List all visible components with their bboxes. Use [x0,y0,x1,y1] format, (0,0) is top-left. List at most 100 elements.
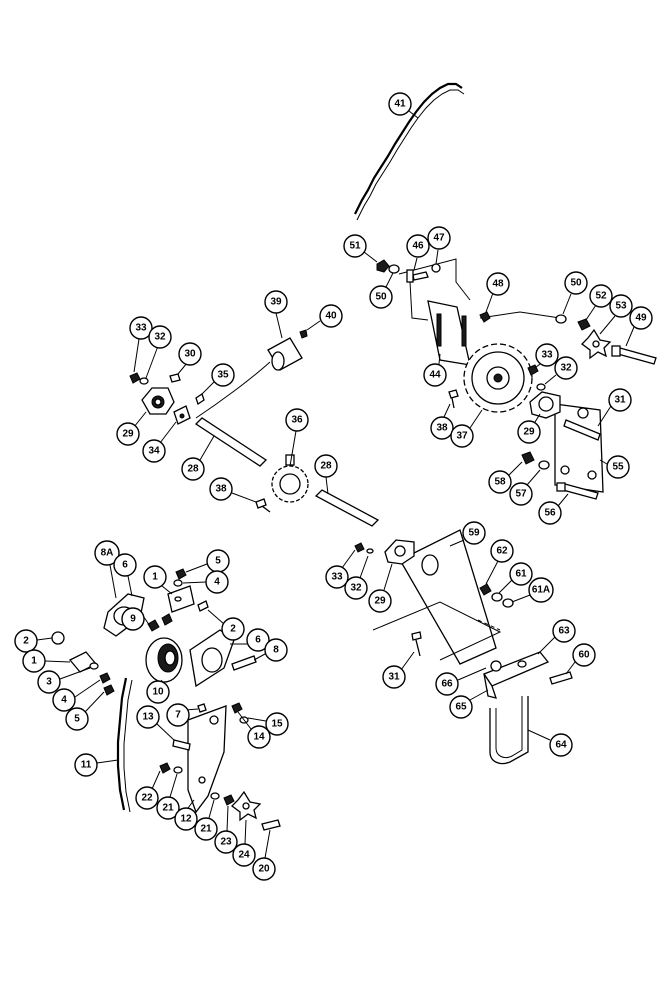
callout-label: 10 [152,687,164,698]
callout-36: 36 [285,408,309,467]
coupler-39 [195,329,308,419]
callout-6-upper: 6 [113,553,137,597]
callout-label: 14 [253,732,265,743]
callout-label: 61A [532,585,550,596]
callout-4-lower: 4 [52,679,101,712]
callout-13: 13 [136,705,175,741]
callout-label: 50 [570,278,582,289]
callout-label: 28 [320,461,332,472]
callout-52: 52 [585,284,613,321]
callout-23: 23 [214,805,238,854]
bolt-30 [169,373,181,383]
callout-29-left: 29 [116,411,147,446]
callout-4-upper: 4 [182,570,229,594]
bolt-38-upper [448,389,459,409]
callout-21-left: 21 [156,773,180,820]
callout-48: 48 [485,272,510,313]
clamp-63 [483,651,573,699]
callout-1-left: 1 [22,649,71,673]
bracket-59 [372,529,502,665]
callout-label: 12 [180,814,192,825]
hardware-right-lower [521,451,599,500]
callout-label: 53 [615,301,627,312]
callout-label: 62 [496,546,508,557]
callout-33-upper: 33 [534,343,559,369]
callout-53: 53 [599,294,633,335]
drawing-parts [51,82,657,831]
callout-28-upper: 28 [181,435,215,481]
callout-38-upper: 38 [430,403,454,440]
callout-2-upper: 2 [207,609,245,641]
sprocket-36 [271,454,309,503]
callout-38-center: 38 [209,477,257,503]
callout-label: 15 [271,719,283,730]
callout-label: 30 [184,349,196,360]
bolt-35 [195,392,205,406]
callout-44: 44 [423,353,447,387]
callout-32-upper: 32 [544,356,578,385]
callout-label: 57 [515,489,527,500]
callout-label: 33 [331,572,343,583]
callout-30: 30 [177,342,202,375]
clamp-plate-lower [51,631,115,696]
callout-label: 8 [273,645,279,656]
callout-label: 46 [412,241,424,252]
callout-label: 40 [325,311,337,322]
callout-57: 57 [509,469,541,506]
callout-label: 41 [394,99,406,110]
callout-label: 5 [74,714,80,725]
callout-label: 9 [130,614,136,625]
callout-label: 2 [230,624,236,635]
callout-label: 63 [558,626,570,637]
callout-6-right: 6 [230,628,270,652]
callout-47: 47 [427,226,451,265]
callout-46: 46 [406,234,430,271]
u-bolt-64 [489,696,529,765]
callout-label: 4 [214,577,220,588]
callout-label: 6 [255,635,261,646]
callout-33-lower: 33 [325,549,356,589]
bolt-7 [197,703,207,713]
callout-label: 31 [388,672,400,683]
callout-58: 58 [488,461,523,494]
callout-label: 7 [175,710,181,721]
callout-63: 63 [537,619,576,655]
chain-11 [116,677,133,813]
callout-label: 31 [614,395,626,406]
callout-20: 20 [252,829,276,881]
callout-label: 66 [441,679,453,690]
bearing-10 [145,613,183,683]
callout-11: 11 [74,753,119,777]
callout-29-lower: 29 [368,563,393,613]
sprocket-24 [210,790,281,831]
callout-label: 34 [148,446,160,457]
callout-label: 65 [455,702,467,713]
callout-label: 5 [215,556,221,567]
callout-24: 24 [232,819,256,867]
callout-label: 29 [523,427,535,438]
callout-label: 22 [141,793,153,804]
callout-32-lower: 32 [344,555,369,600]
callout-label: 64 [555,740,567,751]
callout-41: 41 [388,92,419,119]
washer-32-upper [536,383,546,391]
callout-label: 47 [433,233,445,244]
callout-15: 15 [247,712,289,736]
callout-label: 3 [46,677,52,688]
callout-label: 48 [492,279,504,290]
callout-label: 20 [258,864,270,875]
callout-label: 38 [436,423,448,434]
callout-8a: 8A [94,540,120,599]
callout-39: 39 [264,290,288,339]
callout-31-lower: 31 [382,651,415,689]
callout-10: 10 [146,679,170,704]
callout-label: 35 [217,370,229,381]
callout-label: 33 [135,323,147,334]
callout-50-left: 50 [369,272,394,309]
callout-label: 50 [375,292,387,303]
callout-label: 21 [162,803,174,814]
callout-label: 6 [122,560,128,571]
callout-33-left: 33 [129,316,153,373]
callout-label: 33 [541,350,553,361]
